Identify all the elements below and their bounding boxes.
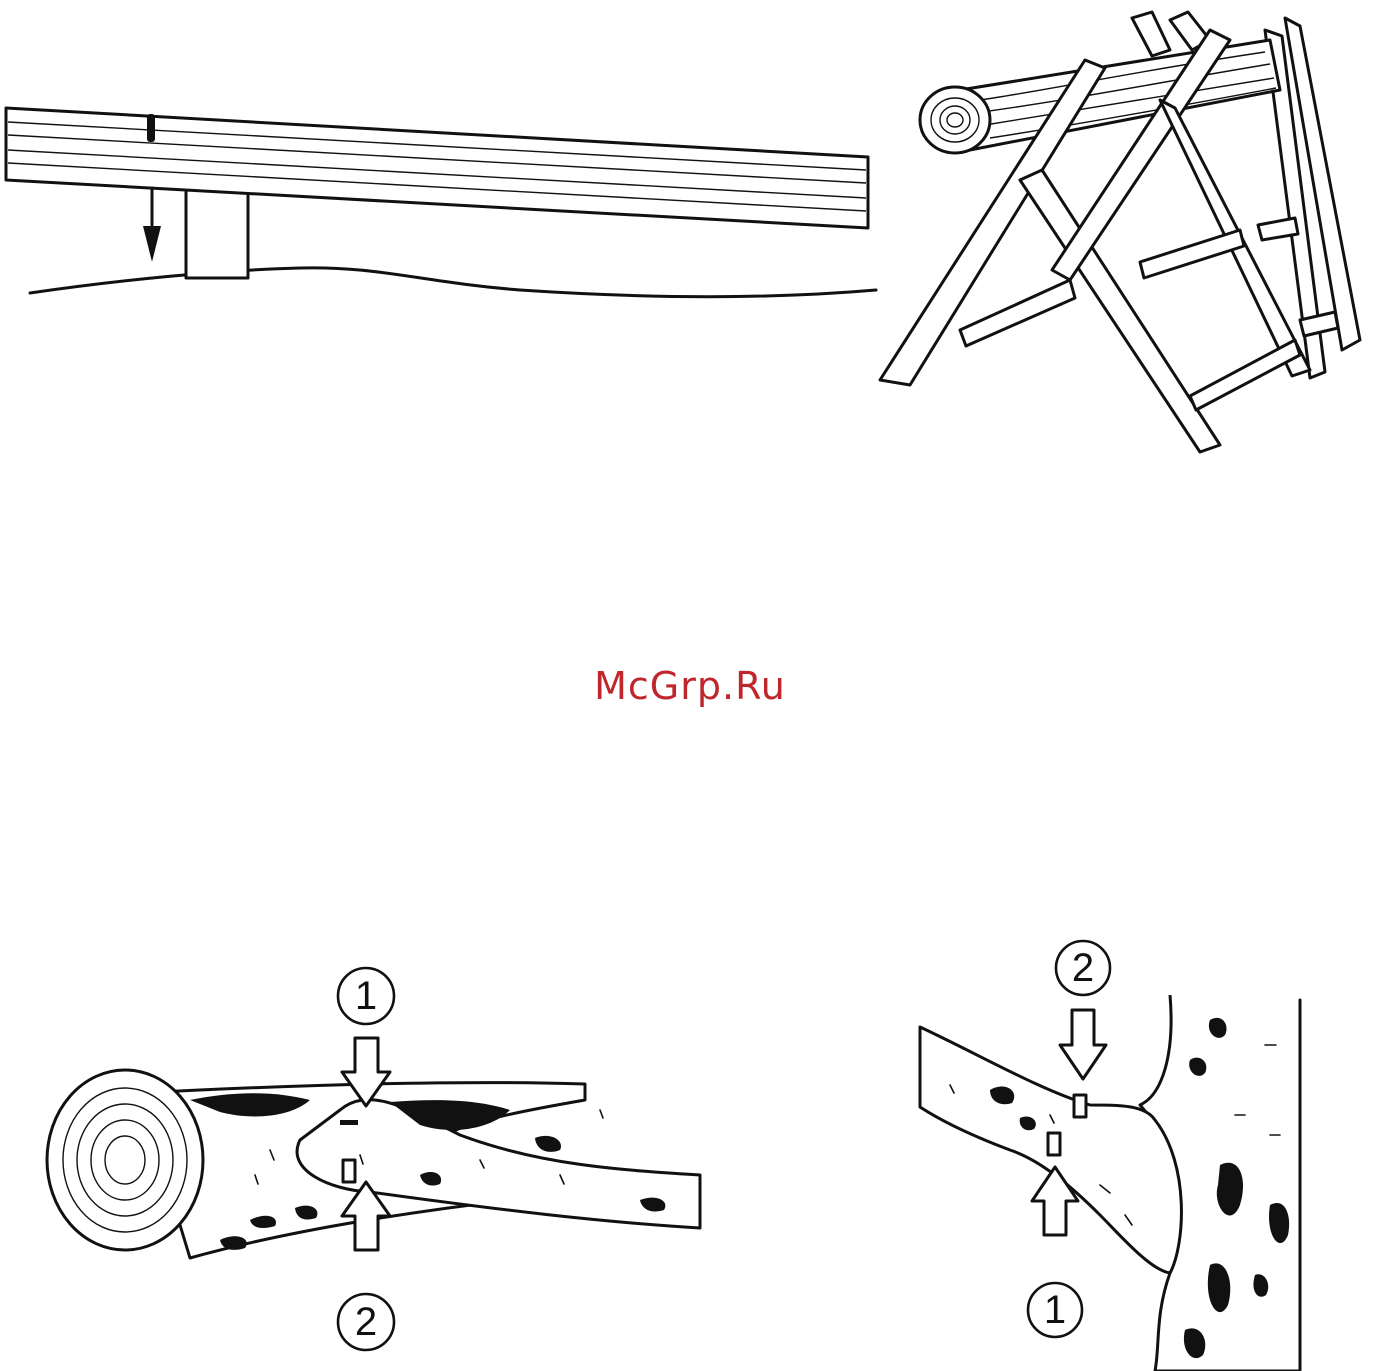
down-arrow-icon (143, 188, 161, 262)
log-end-rings (47, 1070, 203, 1250)
cut-label-bottom: 1 (1028, 1283, 1082, 1337)
cut-label-bottom: 2 (338, 1294, 394, 1350)
cut-mark-bottom (1048, 1133, 1060, 1155)
cut-mark-top (340, 1120, 358, 1125)
cut-label-top: 2 (1056, 941, 1110, 995)
cut-label-top-text: 2 (1072, 946, 1094, 990)
board-on-support-figure (0, 0, 890, 320)
log-branch-cut-figure: 1 2 (40, 960, 720, 1371)
cut-label-bottom-text: 2 (355, 1300, 377, 1344)
cut-label-top-text: 1 (355, 974, 377, 1018)
cut-mark-bottom (343, 1160, 355, 1182)
ground-line (30, 268, 876, 297)
watermark-text: McGrp.Ru (560, 664, 820, 708)
cut-label-bottom-text: 1 (1044, 1288, 1066, 1332)
support-block (186, 182, 248, 278)
board (6, 108, 868, 228)
log-on-sawhorse (920, 40, 1280, 153)
sawhorse-figure (870, 0, 1370, 470)
down-arrow-icon (1060, 1010, 1106, 1079)
trunk-branch-cut-figure: 2 1 (900, 935, 1320, 1371)
cut-mark-top (1074, 1095, 1086, 1117)
cut-mark (147, 114, 155, 142)
cut-label-top: 1 (338, 968, 394, 1024)
